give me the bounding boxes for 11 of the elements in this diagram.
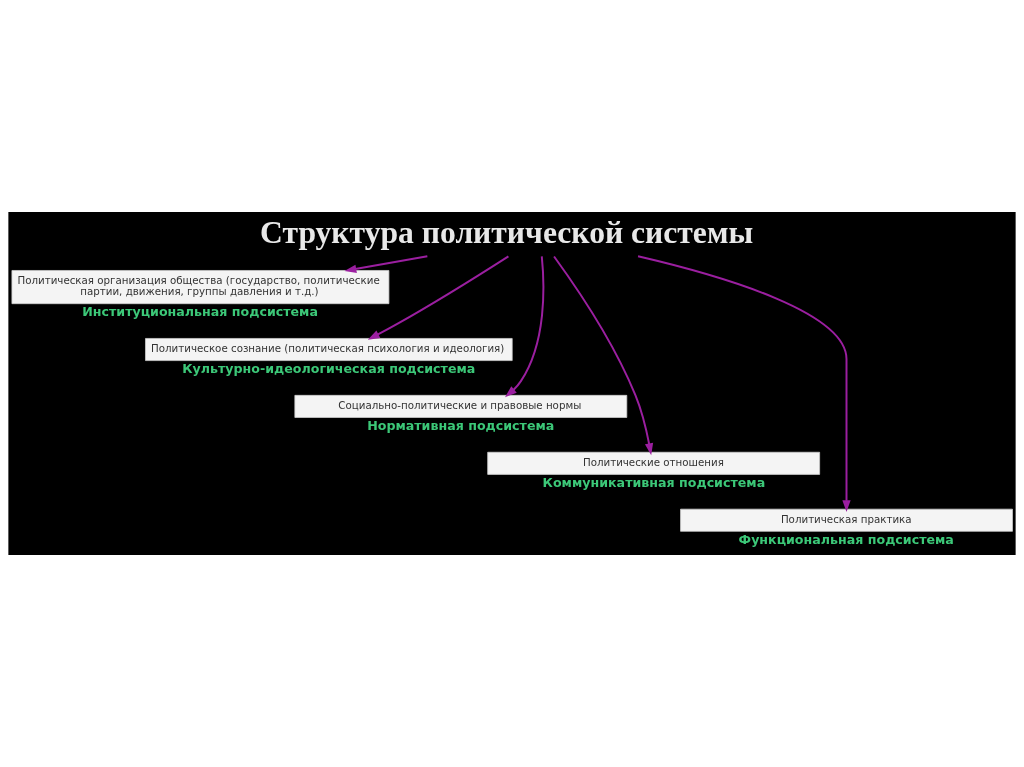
arrow — [367, 255, 510, 340]
arrow — [505, 255, 545, 398]
node-text: Структура политической системы — [260, 214, 754, 250]
node-label: Коммуникативная подсистема — [542, 474, 766, 490]
arrow — [344, 255, 429, 273]
node-label: Функциональная подсистема — [738, 531, 954, 547]
arrow — [637, 255, 851, 513]
node-label: Институциональная подсистема — [82, 304, 318, 320]
node-label: Культурно-идеологическая подсистема — [182, 361, 476, 377]
arrow — [553, 255, 654, 456]
node-label: Нормативная подсистема — [367, 417, 555, 433]
